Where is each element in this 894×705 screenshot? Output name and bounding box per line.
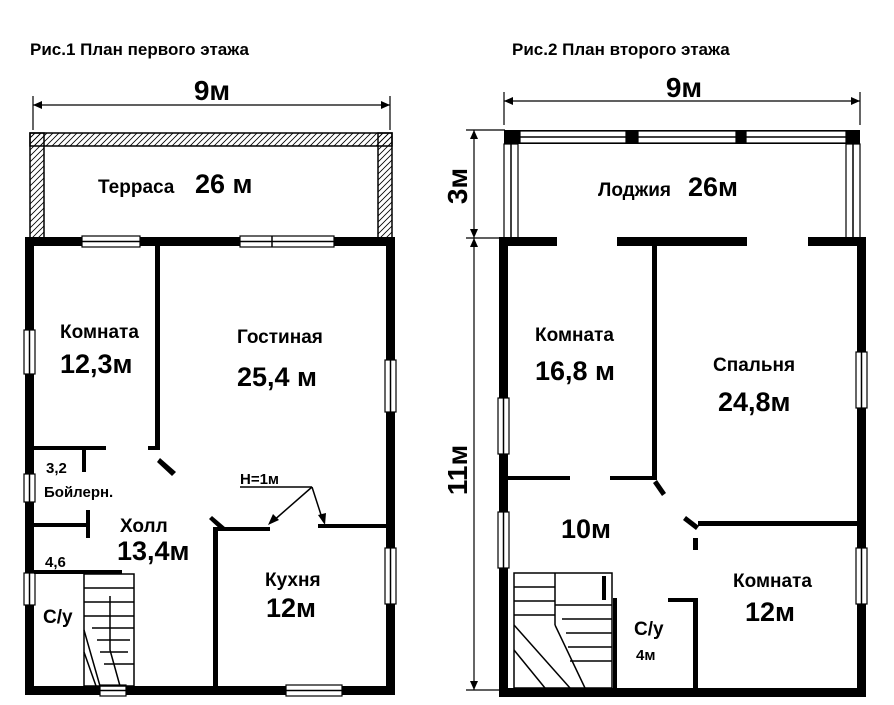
plan2-height-label: 11м [442,445,473,495]
plan1-windows [23,235,397,697]
kitchen-area: 12м [266,593,316,623]
terrace-area: 26 м [195,169,253,199]
plan2-room2-area: 12м [745,597,795,627]
plan-first-floor: Рис.1 План первого этажа 9м Терраса 26 м [23,40,397,697]
loggia-name: Лоджия [598,180,671,201]
plan1-width-label: 9м [194,75,230,106]
plan2-hall-area: 10м [561,514,611,544]
height-note: H=1м [240,471,279,488]
terrace-railing [29,132,393,242]
loggia-depth-label: 3м [442,168,473,204]
kitchen-name: Кухня [265,570,321,591]
plan-second-floor: Рис.2 План второго этажа 9м 3м 11м [442,40,868,697]
height-note-arrows [240,486,326,525]
plan2-height-dimensions: 3м 11м [442,129,505,691]
plan1-caption: Рис.1 План первого этажа [30,40,249,59]
plan1-width-dimension: 9м [32,75,391,130]
plan1-room-area: 12,3м [60,349,133,379]
plan1-interior-walls [34,246,386,687]
plan2-exterior-walls [499,237,866,697]
plan2-windows [497,351,868,605]
bedroom-name: Спальня [713,355,795,376]
living-room-name: Гостиная [237,327,323,348]
plan2-room-area: 16,8 м [535,356,615,386]
hall-name: Холл [120,516,168,537]
loggia-area: 26м [688,172,738,202]
terrace-name: Терраса [98,177,175,198]
plan2-staircase [513,572,613,689]
plan2-width-dimension: 9м [503,72,861,125]
plan1-bath-area: 4,6 [45,554,66,571]
plan1-staircase [83,573,135,687]
plan2-room-name: Комната [535,325,614,346]
plan1-bath-name: С/у [43,607,73,628]
plan2-room2-name: Комната [733,571,812,592]
plan1-room-name: Комната [60,322,139,343]
boiler-name: Бойлерн. [44,484,113,501]
plan2-width-label: 9м [666,72,702,103]
living-room-area: 25,4 м [237,362,317,392]
loggia-glazing [503,130,861,239]
bedroom-area: 24,8м [718,387,791,417]
plan2-interior-walls [508,246,857,688]
plan2-caption: Рис.2 План второго этажа [512,40,730,59]
plan2-bath-area: 4м [636,647,655,664]
plan2-bath-name: С/у [634,619,664,640]
boiler-area: 3,2 [46,460,67,477]
plan1-exterior-walls [25,237,395,695]
hall-area: 13,4м [117,536,190,566]
